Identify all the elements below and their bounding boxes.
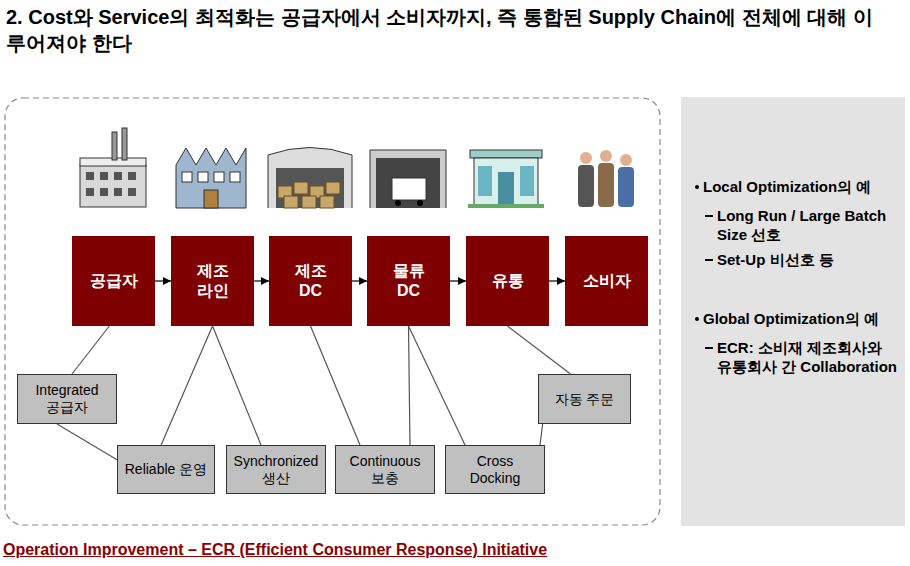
consumers-icon [578, 150, 634, 207]
connector-line [213, 326, 262, 445]
dashed-frame [5, 98, 660, 525]
bullet-dot [695, 317, 699, 321]
flow-arrow [450, 280, 466, 281]
note-text: Long Run / Large Batch Size 선호 [717, 207, 886, 243]
box-label: 제조 라인 [186, 261, 240, 301]
connector-line [57, 424, 117, 460]
bullet-item: Long Run / Large Batch Size 선호 [695, 206, 897, 244]
note-panel: Local Optimization의 예 Long Run / Large Ba… [681, 97, 905, 526]
box-label: 자동 주문 [555, 391, 615, 408]
note-text: Global Optimization의 예 [703, 310, 879, 327]
connector-line [409, 326, 466, 445]
bullet-item: ECR: 소비재 제조회사와 유통회사 간 Collaboration [695, 338, 897, 376]
practice-box: Reliable 운영 [117, 445, 215, 494]
store-icon [468, 150, 544, 208]
box-label: Synchronized 생산 [231, 453, 321, 487]
practice-box: Synchronized 생산 [226, 445, 326, 494]
box-label: Integrated 공급자 [22, 382, 112, 416]
process-box: 물류 DC [367, 236, 450, 326]
note-text: Local Optimization의 예 [703, 178, 871, 195]
warehouse-icon [268, 148, 352, 209]
box-label: 공급자 [87, 271, 141, 291]
connector-line [72, 326, 109, 374]
page-title: 2. Cost와 Service의 최적화는 공급자에서 소비자까지, 즉 통합… [6, 4, 886, 56]
factory-icon [80, 128, 146, 207]
connector-line [508, 326, 571, 374]
connector-line [161, 326, 212, 445]
practice-box: Cross Docking [445, 445, 545, 494]
plant-icon [176, 148, 246, 208]
box-label: Reliable 운영 [125, 461, 207, 478]
bullet-item: Set-Up 비선호 등 [695, 250, 897, 269]
note-text: ECR: 소비재 제조회사와 유통회사 간 Collaboration [717, 339, 897, 375]
connector-line [409, 326, 411, 445]
bullet-dash [705, 259, 713, 261]
box-label: 소비자 [580, 271, 634, 291]
bullet-dash [705, 215, 713, 217]
flow-arrow [549, 280, 565, 281]
box-label: 제조 DC [284, 261, 338, 301]
process-box: 제조 DC [269, 236, 352, 326]
practice-box: Integrated 공급자 [17, 374, 117, 424]
box-label: 물류 DC [382, 261, 436, 301]
flow-arrow [254, 280, 269, 281]
box-label: Continuous 보충 [340, 453, 430, 487]
practice-box: 자동 주문 [538, 374, 631, 424]
bullet-dash [705, 347, 713, 349]
practice-box: Continuous 보충 [335, 445, 435, 494]
process-box: 유통 [466, 236, 549, 326]
caption: Operation Improvement – ECR (Efficient C… [3, 541, 547, 559]
process-box: 공급자 [72, 236, 155, 326]
distribution-dock-icon [370, 150, 446, 208]
box-label: 유통 [481, 271, 535, 291]
flow-arrow [352, 280, 367, 281]
bullet-dot [695, 185, 699, 189]
connector-line [540, 424, 543, 445]
bullet-item: Local Optimization의 예 [695, 177, 897, 196]
bullet-item: Global Optimization의 예 [695, 309, 897, 328]
flow-arrow [155, 280, 171, 281]
process-box: 소비자 [565, 236, 648, 326]
connector-line [311, 326, 361, 445]
box-label: Cross Docking [450, 453, 540, 487]
note-text: Set-Up 비선호 등 [717, 251, 834, 268]
process-box: 제조 라인 [171, 236, 254, 326]
